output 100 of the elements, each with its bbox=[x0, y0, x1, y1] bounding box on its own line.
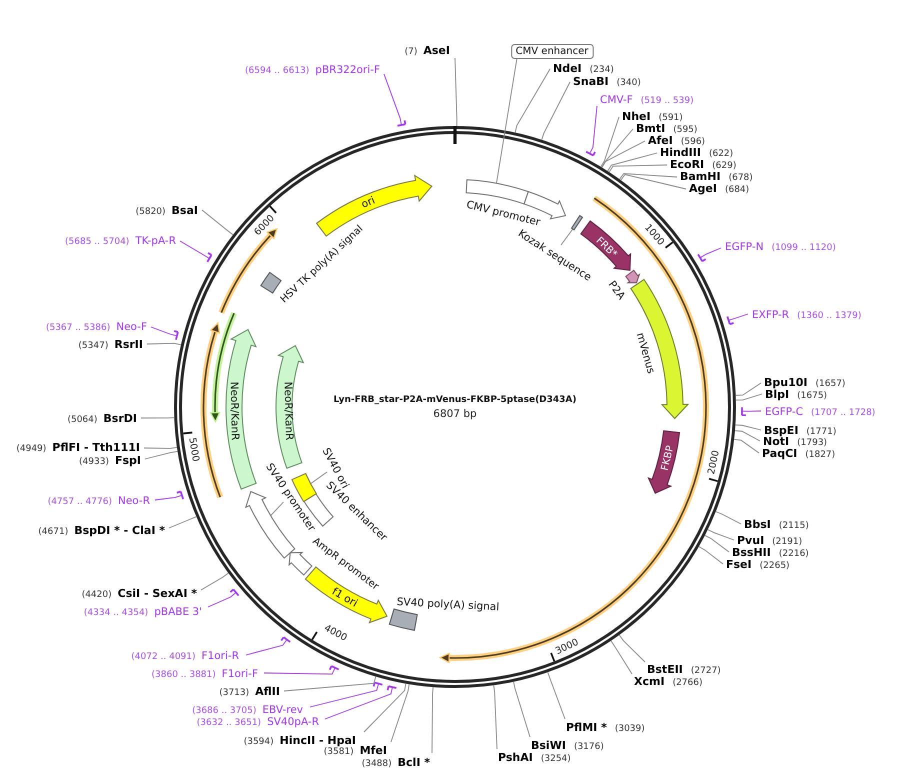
leader-line bbox=[585, 106, 598, 156]
restriction-site-label: (7) AseI bbox=[404, 44, 450, 57]
restriction-site-label: (3594) HincII - HpaI bbox=[244, 734, 356, 747]
restriction-site-label: AfeI (596) bbox=[648, 134, 706, 147]
leader-line bbox=[150, 326, 179, 341]
leader-line bbox=[734, 430, 760, 442]
restriction-site-label: BbsI (2115) bbox=[744, 518, 809, 531]
leader-line bbox=[560, 228, 574, 246]
leader-line bbox=[741, 406, 762, 416]
leader-line bbox=[284, 676, 376, 692]
restriction-site-label: (5064) BsrDI bbox=[67, 412, 137, 425]
leader-line bbox=[144, 451, 178, 460]
primer-label: EGFP-N (1099 .. 1120) bbox=[725, 241, 836, 253]
leader-line bbox=[432, 686, 434, 754]
plasmid-name: Lyn-FRB_star-P2A-mVenus-FKBP-5ptase(D343A) bbox=[333, 395, 577, 405]
feature-label: mVenus bbox=[634, 331, 657, 375]
leader-line bbox=[735, 394, 762, 401]
primer-label: CMV-F (519 .. 539) bbox=[600, 94, 694, 106]
restriction-site-label: BssHII (2216) bbox=[732, 546, 809, 559]
primer-label: EXFP-R (1360 .. 1379) bbox=[752, 309, 862, 321]
restriction-site-label: (4671) BspDI * - ClaI * bbox=[38, 524, 165, 537]
leader-line bbox=[140, 417, 175, 418]
leader-line bbox=[168, 516, 197, 528]
restriction-site-label: (5347) RsrII bbox=[78, 338, 143, 351]
restriction-site-label: PaqCI (1827) bbox=[762, 447, 836, 460]
restriction-site-label: FseI (2265) bbox=[726, 558, 790, 571]
primer-label: (3686 .. 3705) EBV-rev bbox=[192, 704, 303, 716]
feature-bar bbox=[571, 215, 583, 230]
leader-line bbox=[607, 152, 658, 172]
restriction-site-label: (4933) FspI bbox=[79, 454, 141, 467]
leader-line bbox=[707, 529, 734, 540]
restriction-site-label: (5820) BsaI bbox=[136, 204, 198, 217]
leader-line bbox=[454, 58, 458, 126]
leader-line bbox=[202, 210, 234, 236]
restriction-site-label: BsiWI (3176) bbox=[531, 739, 604, 752]
leader-line bbox=[390, 684, 410, 742]
restriction-site-label: SnaBI (340) bbox=[573, 75, 641, 88]
restriction-site-label: PvuI (2191) bbox=[737, 534, 802, 547]
scale-label: 3000 bbox=[554, 636, 580, 658]
feature-label: ori bbox=[360, 194, 377, 211]
leader-line bbox=[704, 535, 730, 552]
leader-line bbox=[610, 640, 632, 674]
leader-line bbox=[726, 314, 748, 326]
primer-label: (4334 .. 4354) pBABE 3' bbox=[84, 606, 202, 618]
restriction-site-label: BmtI (595) bbox=[636, 122, 698, 135]
feature-label: CMV promoter bbox=[465, 198, 542, 229]
leader-line bbox=[601, 140, 646, 168]
feature-label: SV40 poly(A) signal bbox=[396, 596, 500, 614]
primer-label: (4757 .. 4776) Neo-R bbox=[48, 495, 150, 507]
leader-line bbox=[513, 681, 530, 738]
leader-line bbox=[619, 173, 678, 180]
leader-line bbox=[493, 684, 498, 750]
leader-line bbox=[715, 511, 742, 524]
feature-label: f1 ori bbox=[330, 586, 360, 610]
scale-label: 2000 bbox=[706, 449, 722, 476]
leader-line bbox=[734, 438, 760, 454]
feature-label: FKBP bbox=[660, 444, 676, 472]
restriction-site-label: (4949) PflFI - Tth111I bbox=[16, 441, 140, 454]
leader-line bbox=[601, 128, 634, 168]
feature-label: CMV enhancer bbox=[511, 44, 594, 59]
restriction-site-label: BstEII (2727) bbox=[647, 663, 721, 676]
leader-line bbox=[620, 174, 686, 190]
leader-line bbox=[324, 685, 398, 720]
leader-line bbox=[698, 546, 724, 564]
leader-line bbox=[200, 572, 229, 590]
restriction-site-label: PshAI (3254) bbox=[498, 751, 571, 764]
restriction-site-label: XcmI (2766) bbox=[634, 675, 702, 688]
restriction-site-label: PflMI * (3039) bbox=[566, 721, 645, 734]
scale-label: 5000 bbox=[186, 436, 201, 462]
restriction-site-label: HindIII (622) bbox=[660, 146, 734, 159]
leader-line bbox=[208, 588, 240, 608]
leader-line bbox=[608, 164, 668, 172]
restriction-site-label: (3713) AflII bbox=[219, 685, 280, 698]
leader-line bbox=[364, 683, 406, 732]
leader-line bbox=[246, 636, 291, 656]
leader-line bbox=[541, 82, 570, 140]
restriction-site-label: NheI (591) bbox=[622, 110, 683, 123]
restriction-site-label: BspEI (1771) bbox=[764, 424, 836, 437]
leader-line bbox=[734, 424, 762, 430]
scale-label: 4000 bbox=[322, 622, 349, 644]
restriction-site-label: Bpu10I (1657) bbox=[764, 376, 846, 389]
leader-line bbox=[310, 682, 384, 708]
restriction-site-label: NdeI (234) bbox=[553, 62, 614, 75]
leader-line bbox=[735, 382, 762, 396]
feature-label: NeoR/KanR bbox=[228, 382, 241, 440]
leader-line bbox=[154, 490, 184, 500]
primer-label: EGFP-C (1707 .. 1728) bbox=[765, 406, 876, 418]
primer-label: (4072 .. 4091) F1ori-R bbox=[131, 650, 239, 662]
restriction-site-label: BlpI (1675) bbox=[765, 388, 828, 401]
restriction-site-label: NotI (1793) bbox=[763, 435, 828, 448]
leader-line bbox=[144, 446, 178, 449]
leader-line bbox=[496, 58, 518, 184]
plasmid-length: 6807 bp bbox=[433, 408, 477, 420]
leader-line bbox=[618, 634, 646, 662]
primer-label: (5685 .. 5704) TK-pA-R bbox=[65, 235, 176, 247]
leader-line bbox=[514, 68, 550, 133]
leader-line bbox=[180, 240, 212, 263]
leader-line bbox=[264, 665, 340, 675]
leader-line bbox=[270, 502, 284, 516]
leader-line bbox=[600, 116, 620, 168]
